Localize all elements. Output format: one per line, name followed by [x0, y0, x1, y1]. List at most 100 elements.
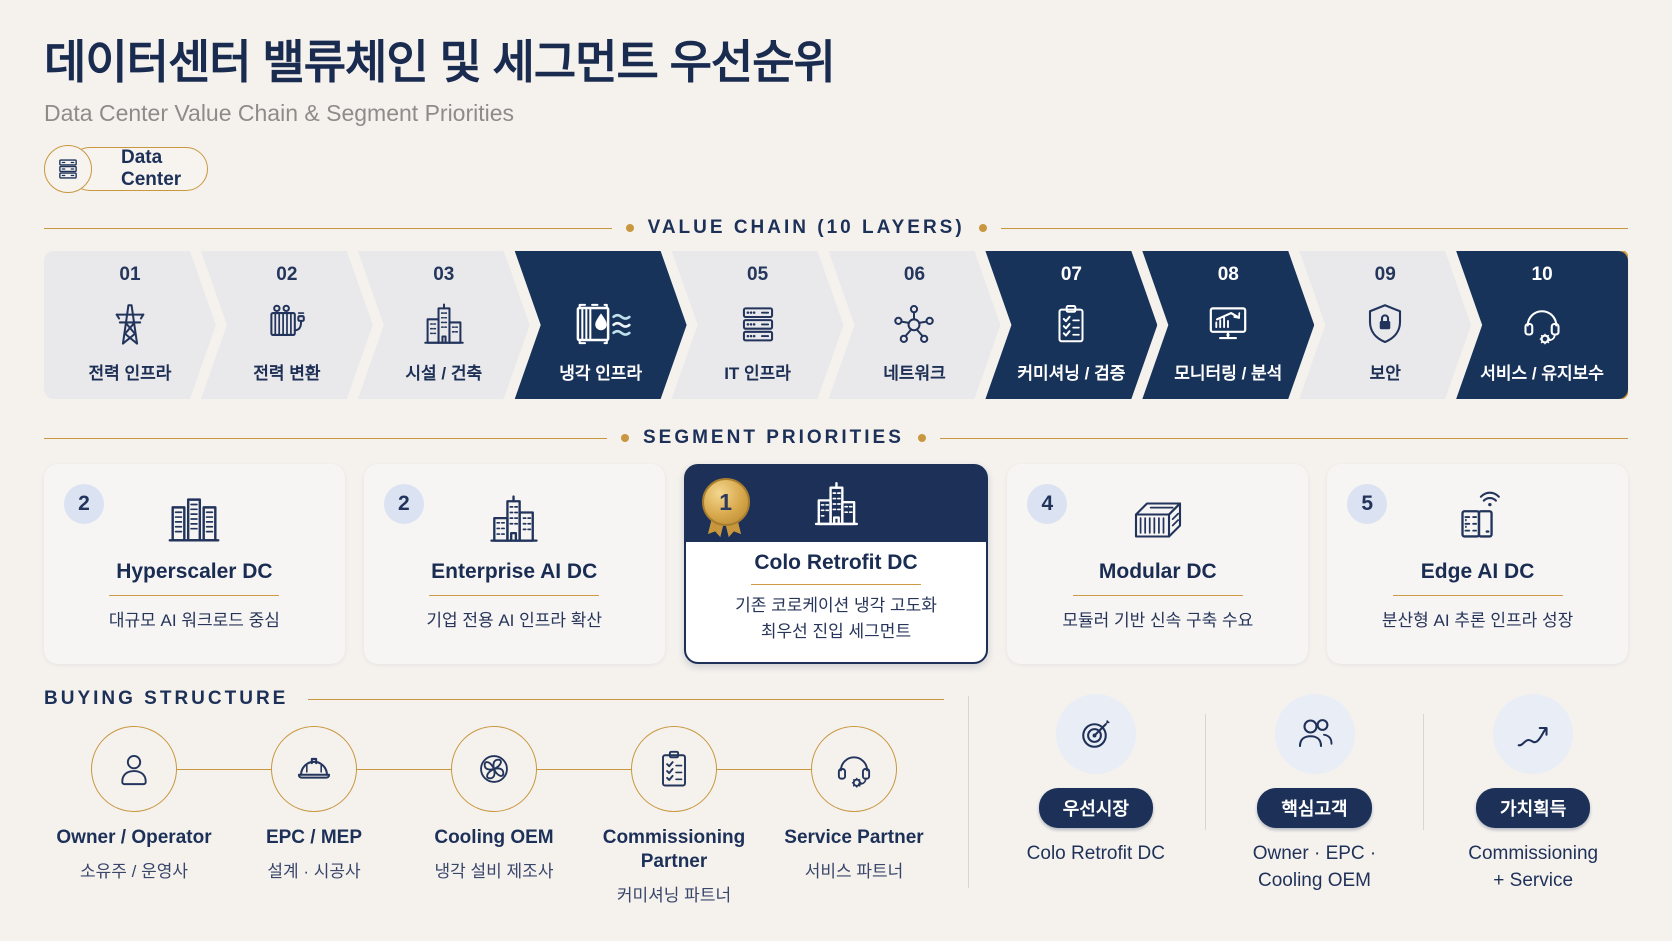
summary-divider — [1423, 714, 1425, 830]
chain-step-monitoring: 08 모니터링 / 분석 — [1142, 251, 1314, 399]
buying-structure-header: BUYING STRUCTURE — [44, 688, 944, 710]
shield-lock-icon — [1361, 288, 1409, 359]
card-desc: 대규모 AI 워크로드 중심 — [108, 611, 280, 630]
vertical-divider — [968, 696, 969, 888]
page-subtitle: Data Center Value Chain & Segment Priori… — [44, 100, 515, 126]
node-label-en: Cooling OEM — [434, 827, 554, 848]
network-icon — [889, 288, 939, 359]
step-number: 03 — [433, 264, 455, 285]
chain-step-network: 06 네트워크 — [829, 251, 1001, 399]
gold-divider-line — [1000, 227, 1628, 229]
step-label: 커미셔닝 / 검증 — [1017, 364, 1126, 383]
summary-label: Owner · EPC · Cooling OEM — [1253, 841, 1377, 894]
card-edge-ai-dc: 5 Edge AI DC 분산형 AI 추론 인프라 성장 — [1327, 464, 1628, 664]
card-desc-line1: 기존 코로케이션 냉각 고도화 — [735, 596, 937, 615]
cooling-unit-icon — [569, 288, 633, 359]
node-label-en: Service Partner — [784, 827, 924, 848]
card-title: Enterprise AI DC — [431, 560, 598, 583]
gold-divider-line — [939, 437, 1628, 439]
step-label: IT 인프라 — [724, 364, 791, 383]
node-epc-mep: EPC / MEP 설계 · 시공사 — [224, 726, 404, 906]
buying-structure: BUYING STRUCTURE Owner / Operator 소유주 / … — [44, 688, 944, 906]
step-number: 02 — [276, 264, 298, 285]
node-label-ko: 설계 · 시공사 — [267, 861, 361, 881]
gold-dot — [917, 434, 926, 442]
summary-badge: 우선시장 — [1038, 788, 1153, 828]
colo-building-icon — [807, 475, 865, 533]
rank-badge: 2 — [383, 484, 424, 524]
buying-heading: BUYING STRUCTURE — [44, 688, 289, 709]
summary-label-line2: Cooling OEM — [1258, 869, 1371, 891]
card-desc: 모듈러 기반 신속 구축 수요 — [1062, 611, 1254, 630]
step-number: 10 — [1531, 264, 1553, 285]
node-cooling-oem: Cooling OEM 냉각 설비 제조사 — [404, 726, 584, 906]
summary-badge: 핵심고객 — [1257, 788, 1372, 828]
card-gold-divider — [429, 595, 600, 596]
card-gold-divider — [750, 584, 921, 585]
node-label-ko: 소유주 / 운영사 — [79, 861, 188, 881]
node-owner-operator: Owner / Operator 소유주 / 운영사 — [44, 726, 224, 906]
fan-icon — [451, 726, 537, 812]
chain-step-security: 09 보안 — [1299, 251, 1471, 399]
summary-label-line2: + Service — [1493, 869, 1574, 891]
chain-step-power-infra: 01 전력 인프라 — [44, 251, 216, 399]
step-label: 전력 변환 — [253, 364, 321, 383]
value-chain-section-header: VALUE CHAIN (10 LAYERS) — [44, 217, 1628, 239]
person-icon — [91, 726, 177, 812]
checklist-icon — [1048, 288, 1094, 359]
card-desc: 분산형 AI 추론 인프라 성장 — [1381, 611, 1574, 630]
chain-step-service: 10 서비스 / 유지보수 — [1456, 251, 1629, 399]
card-title: Colo Retrofit DC — [754, 551, 918, 574]
header: 데이터센터 밸류체인 및 세그먼트 우선순위 Data Center Value… — [44, 26, 1628, 193]
summary-label-line1: Owner · EPC · — [1252, 843, 1377, 864]
gold-divider-line — [308, 698, 944, 700]
card-desc-line2: 최우선 진입 세그먼트 — [760, 621, 912, 641]
bottom-section: BUYING STRUCTURE Owner / Operator 소유주 / … — [44, 688, 1672, 906]
summary-label: Commissioning + Service — [1468, 841, 1598, 894]
summary-label-line1: Colo Retrofit DC — [1026, 843, 1165, 864]
gold-medal-rank-1: 1 — [701, 478, 754, 536]
node-label-en: EPC / MEP — [265, 827, 363, 848]
node-commissioning-partner: Commissioning Partner 커미셔닝 파트너 — [584, 726, 764, 906]
hyperscaler-buildings-icon — [163, 464, 225, 550]
card-title: Modular DC — [1098, 560, 1217, 583]
step-label: 서비스 / 유지보수 — [1480, 364, 1604, 383]
edge-server-wifi-icon — [1447, 464, 1509, 550]
step-number: 09 — [1374, 264, 1396, 285]
node-label-ko: 서비스 파트너 — [804, 861, 904, 881]
buying-chain: Owner / Operator 소유주 / 운영사 EPC / MEP 설계 … — [44, 726, 944, 906]
node-label-en: Owner / Operator — [56, 827, 212, 848]
rank-badge: 2 — [64, 484, 104, 524]
gold-dot — [625, 224, 634, 232]
enterprise-building-icon — [484, 464, 544, 550]
card-desc: 기업 전용 AI 인프라 확산 — [426, 611, 603, 630]
gold-divider-line — [44, 227, 612, 229]
gold-dot — [978, 224, 987, 232]
step-number: 06 — [903, 264, 926, 285]
server-rack-icon — [733, 288, 783, 359]
step-label: 보안 — [1369, 364, 1401, 383]
rank-badge: 4 — [1027, 484, 1068, 524]
summary-key-customers: 핵심고객 Owner · EPC · Cooling OEM — [1206, 688, 1424, 906]
step-number: 01 — [119, 264, 141, 285]
node-label-ko: 커미셔닝 파트너 — [616, 885, 732, 905]
step-label: 모니터링 / 분석 — [1174, 364, 1283, 383]
transmission-tower-icon — [105, 288, 155, 359]
step-label: 냉각 인프라 — [559, 364, 643, 383]
chain-step-power-conversion: 02 전력 변환 — [201, 251, 373, 399]
card-colo-retrofit-dc: 1 Colo Retrofit DC 기존 코로케이션 냉각 고도 — [683, 464, 989, 664]
card-hyperscaler-dc: 2 Hyperscaler DC 대규모 AI 워크로드 중심 — [44, 464, 345, 664]
summary-divider — [1204, 714, 1206, 830]
summary-label-line1: Commissioning — [1468, 843, 1599, 864]
step-number: 05 — [747, 264, 769, 285]
people-icon — [1274, 694, 1355, 774]
server-stack-icon — [44, 145, 92, 193]
card-desc: 기존 코로케이션 냉각 고도화 최우선 진입 세그먼트 — [735, 593, 937, 644]
card-gold-divider — [1072, 595, 1243, 596]
segment-cards: 2 Hyperscaler DC 대규모 AI 워크로드 중심 2 — [44, 464, 1628, 664]
headset-icon — [811, 726, 897, 812]
transformer-icon — [262, 288, 312, 359]
card-gold-divider — [109, 595, 280, 596]
medal-number: 1 — [701, 478, 750, 526]
node-label-ko: 냉각 설비 제조사 — [434, 861, 554, 881]
